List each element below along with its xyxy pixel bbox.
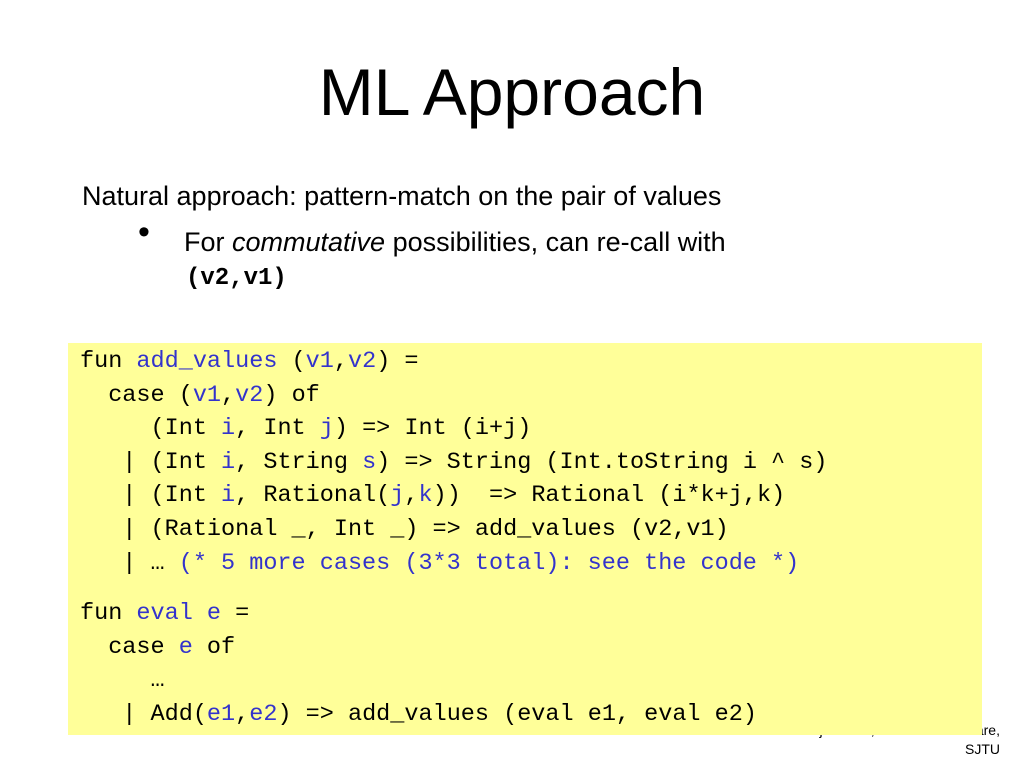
code-token: , xyxy=(333,348,348,375)
code-token: v1 xyxy=(192,381,222,409)
code-token: , xyxy=(235,700,250,728)
code-line: case (v1,v2) of xyxy=(80,379,982,413)
code-token: i xyxy=(221,482,236,510)
code-token: e1 xyxy=(206,700,236,728)
intro-line: Natural approach: pattern-match on the p… xyxy=(82,181,722,211)
code-token: s xyxy=(362,448,377,476)
code-token: eval e xyxy=(136,600,222,628)
code-token: case ( xyxy=(80,381,193,409)
bullet-text-start: For xyxy=(184,227,233,257)
code-token: | (Int xyxy=(80,482,222,510)
code-token: | (Rational _, Int _) => add_values (v2,… xyxy=(80,515,729,543)
bullet-dot: • xyxy=(138,213,150,251)
code-block-eval: fun eval e = case e of … | Add(e1,e2) =>… xyxy=(80,597,982,731)
code-line: | (Rational _, Int _) => add_values (v2,… xyxy=(80,513,982,547)
code-token: j xyxy=(319,415,334,443)
code-token: , Int xyxy=(235,415,320,443)
code-token: ) of xyxy=(263,381,320,409)
recall-code: (v2,v1) xyxy=(186,265,287,292)
code-token: j xyxy=(390,482,405,510)
code-token: ) => Int (i+j) xyxy=(333,415,532,443)
code-token: , xyxy=(221,381,236,409)
code-token: ) = xyxy=(376,348,419,375)
code-token: case xyxy=(80,633,179,661)
slide-title: ML Approach xyxy=(318,55,706,129)
code-line: case e of xyxy=(80,631,982,665)
code-token: , xyxy=(404,482,419,510)
code-line: (Int i, Int j) => Int (i+j) xyxy=(80,412,982,446)
code-token: i xyxy=(221,415,236,443)
code-line: | … (* 5 more cases (3*3 total): see the… xyxy=(80,547,982,581)
code-token: )) => Rational (i*k+j,k) xyxy=(432,482,786,510)
code-token: e2 xyxy=(249,700,278,728)
code-token: (* 5 more cases (3*3 total): see the cod… xyxy=(178,549,800,577)
bullet-text: For commutative possibilities, can re-ca… xyxy=(184,224,726,260)
code-token: … xyxy=(80,667,165,695)
code-token: | (Int xyxy=(80,448,222,476)
code-token: v2 xyxy=(348,348,377,375)
code-token: | Add( xyxy=(80,700,207,728)
code-token: ) => add_values (eval e1, eval e2) xyxy=(277,700,757,728)
code-line: | (Int i, Rational(j,k)) => Rational (i*… xyxy=(80,479,982,513)
bullet-text-italic: commutative xyxy=(232,227,386,257)
footer-line-2: SJTU xyxy=(965,741,1000,757)
code-block-add-values: fun add_values (v1,v2) = case (v1,v2) of… xyxy=(80,345,982,580)
code-token: ) => String (Int.toString i ^ s) xyxy=(376,448,828,476)
code-line: | Add(e1,e2) => add_values (eval e1, eva… xyxy=(80,698,982,732)
code-token: ( xyxy=(277,348,306,375)
code-token: e xyxy=(178,633,193,661)
code-token: add_values xyxy=(136,348,278,375)
code-line: fun eval e = xyxy=(80,597,982,631)
code-token: v1 xyxy=(305,348,334,375)
code-line: | (Int i, String s) => String (Int.toStr… xyxy=(80,446,982,480)
code-token: | … xyxy=(80,549,179,577)
code-token: = xyxy=(221,600,250,628)
bullet-text-end: possibilities, can re-call with xyxy=(385,227,726,257)
code-token: , String xyxy=(235,448,363,476)
code-token: of xyxy=(192,633,236,661)
code-line: … xyxy=(80,664,982,698)
code-token: fun xyxy=(80,600,137,628)
code-token: i xyxy=(221,448,236,476)
code-token: k xyxy=(418,482,433,510)
code-line: fun add_values (v1,v2) = xyxy=(80,345,982,379)
code-box: fun add_values (v1,v2) = case (v1,v2) of… xyxy=(68,343,982,735)
code-token: , Rational( xyxy=(235,482,391,510)
code-token: fun xyxy=(80,348,137,375)
code-token: (Int xyxy=(80,415,222,443)
code-token: v2 xyxy=(235,381,264,409)
